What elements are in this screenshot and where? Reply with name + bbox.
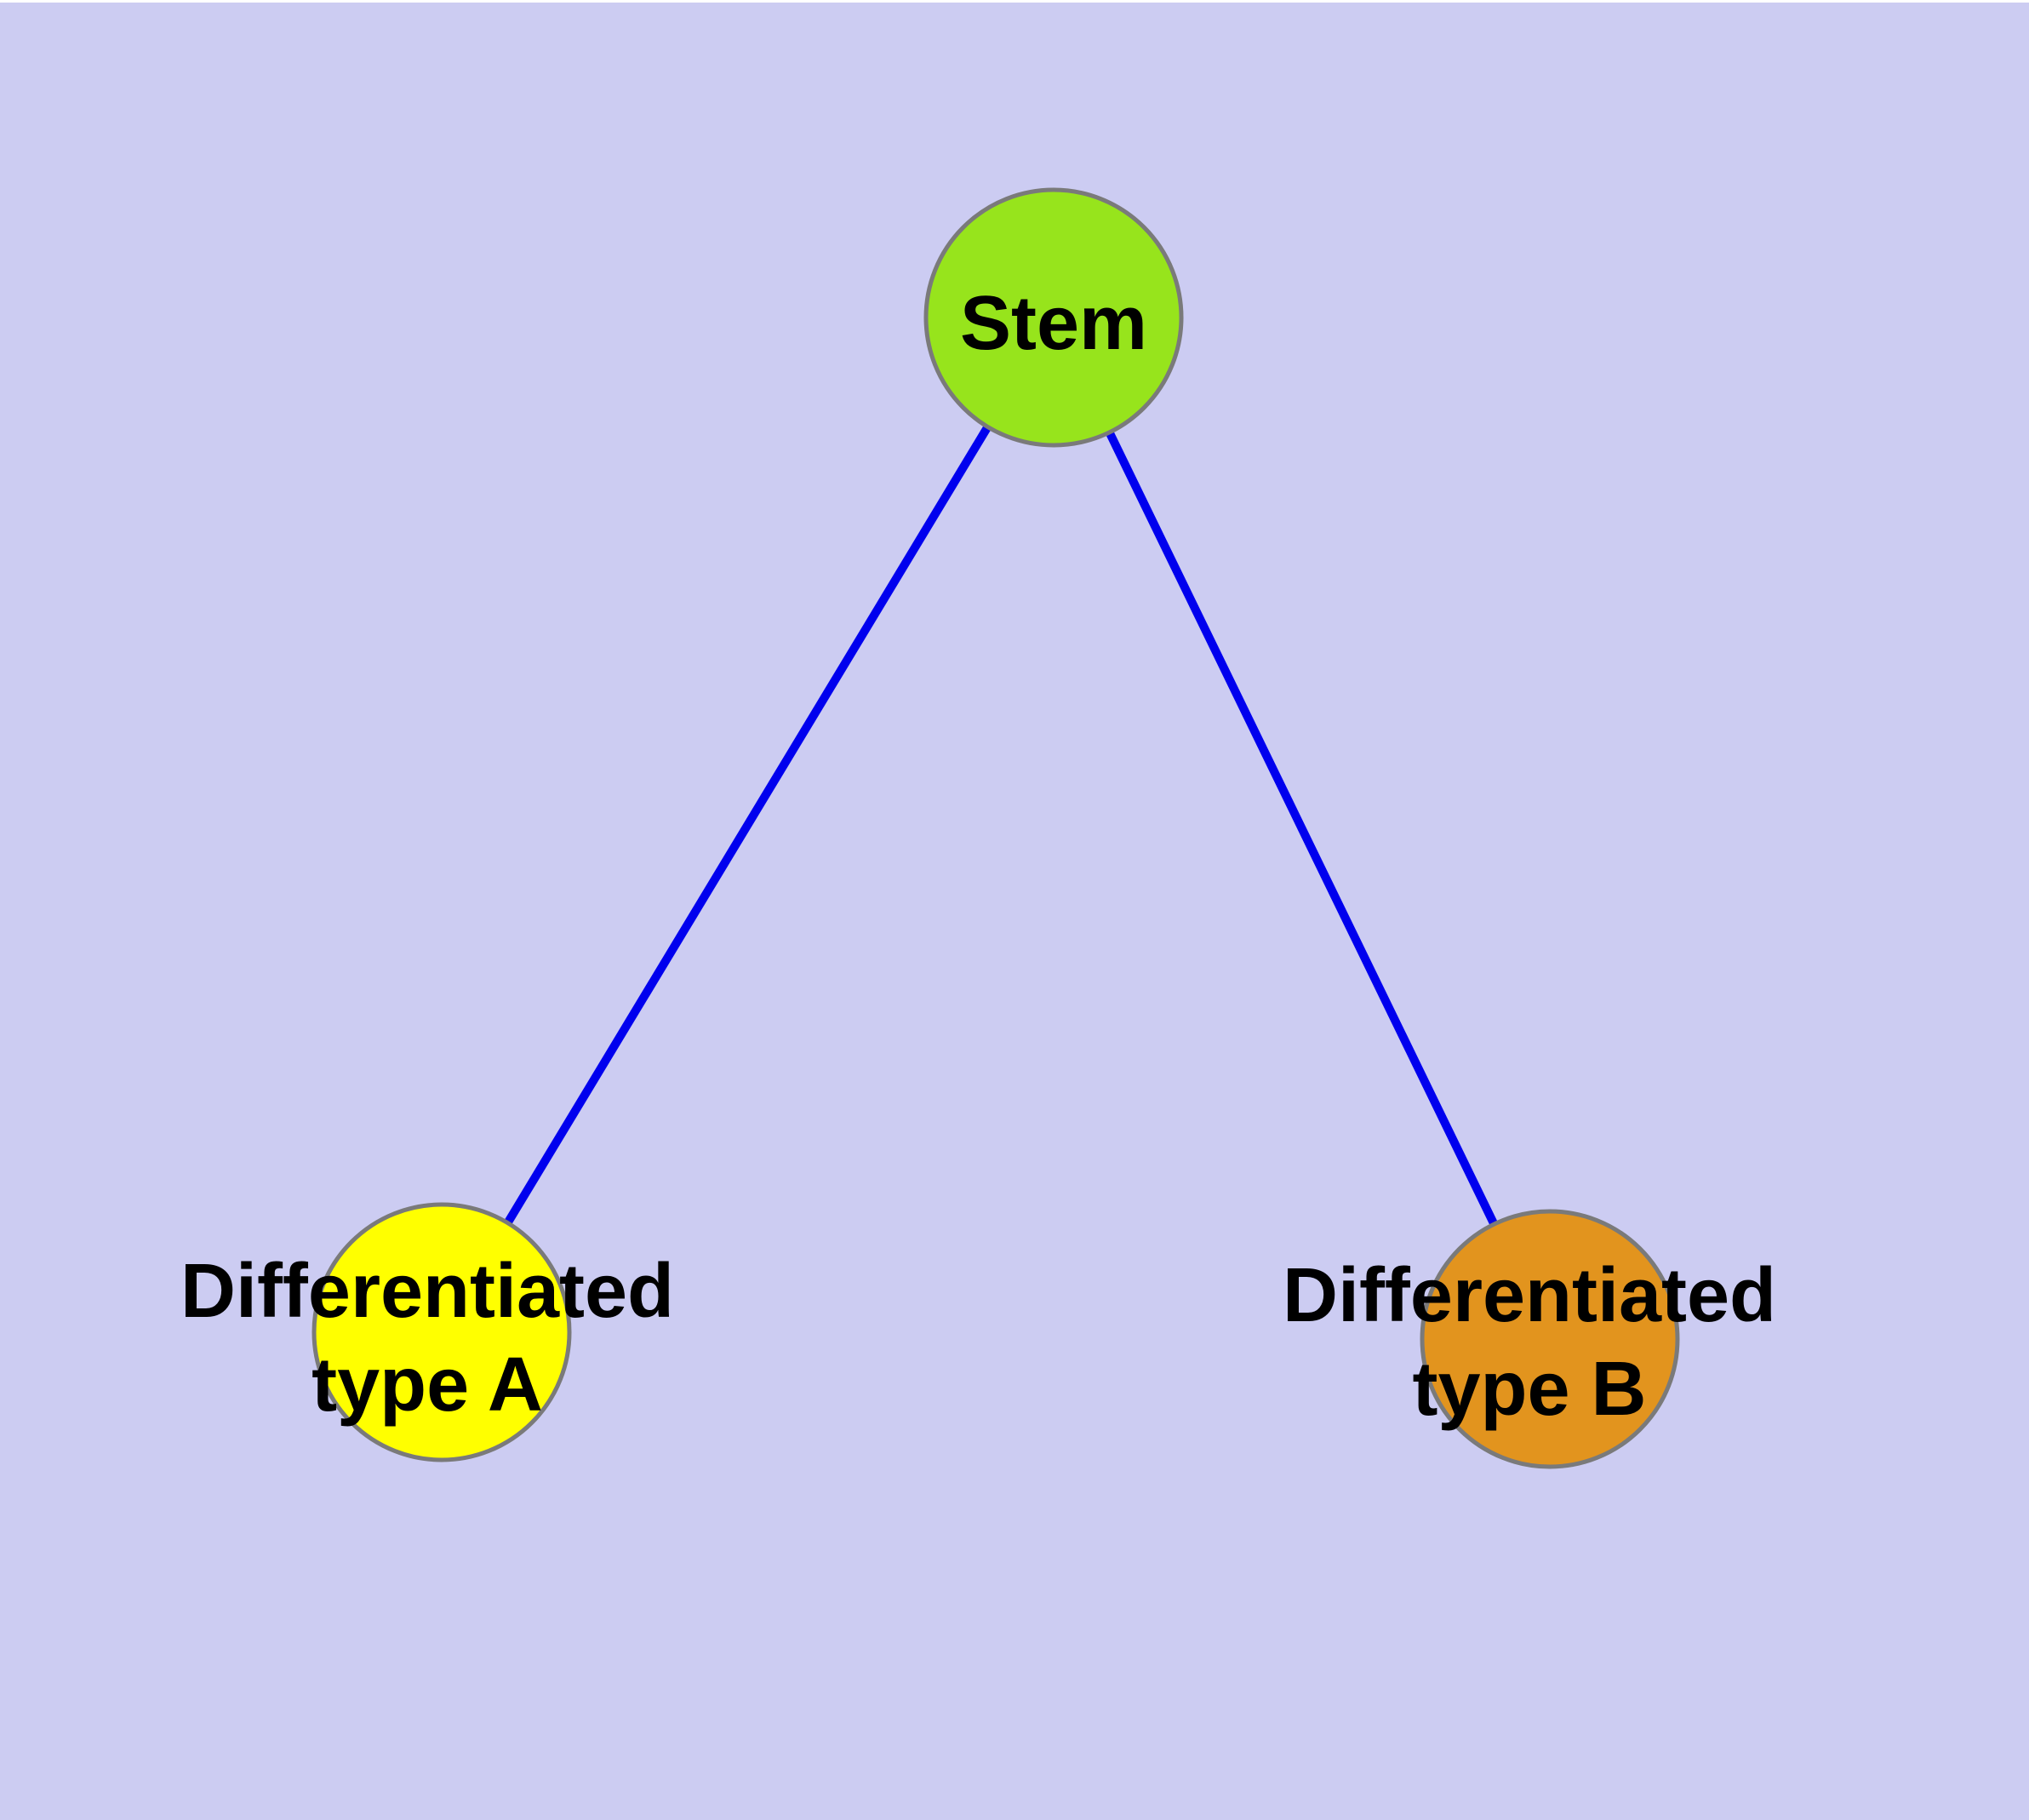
node-stem: [923, 187, 1184, 448]
node-type-b-label-line1: Differentiated: [1283, 1253, 1776, 1338]
node-type-a-label-line1: Differentiated: [180, 1249, 674, 1334]
node-type-b: [1420, 1209, 1680, 1469]
node-type-a-label-line2: type A: [311, 1342, 543, 1428]
node-type-b-label-line2: type B: [1412, 1347, 1646, 1432]
node-type-a: [311, 1202, 572, 1462]
edge-stem-to-type-a: [437, 315, 1058, 1335]
edge-stem-to-type-b: [1049, 315, 1554, 1342]
node-stem-label: Stem: [960, 281, 1147, 366]
